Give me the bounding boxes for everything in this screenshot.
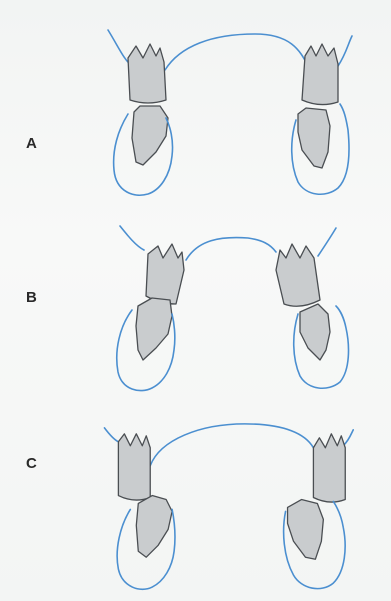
lower-right-tooth [300, 304, 330, 360]
lower-right-tooth [288, 500, 324, 560]
lower-right-tooth [298, 108, 330, 168]
lower-left-tooth [136, 496, 172, 558]
upper-left-tooth [128, 44, 166, 103]
upper-left-tooth [118, 434, 150, 500]
occlusion-diagram-a [0, 0, 391, 200]
occlusion-diagram-b [0, 200, 391, 400]
panel-c: C [0, 400, 391, 601]
lower-left-tooth [132, 106, 168, 165]
lower-left-tooth [136, 298, 172, 360]
upper-right-tooth [276, 244, 320, 306]
upper-right-tooth [302, 44, 338, 105]
panel-a: A [0, 0, 391, 200]
occlusion-diagram-c [0, 400, 391, 600]
upper-right-tooth [313, 434, 345, 502]
upper-left-tooth [146, 244, 184, 304]
panel-b: B [0, 200, 391, 400]
